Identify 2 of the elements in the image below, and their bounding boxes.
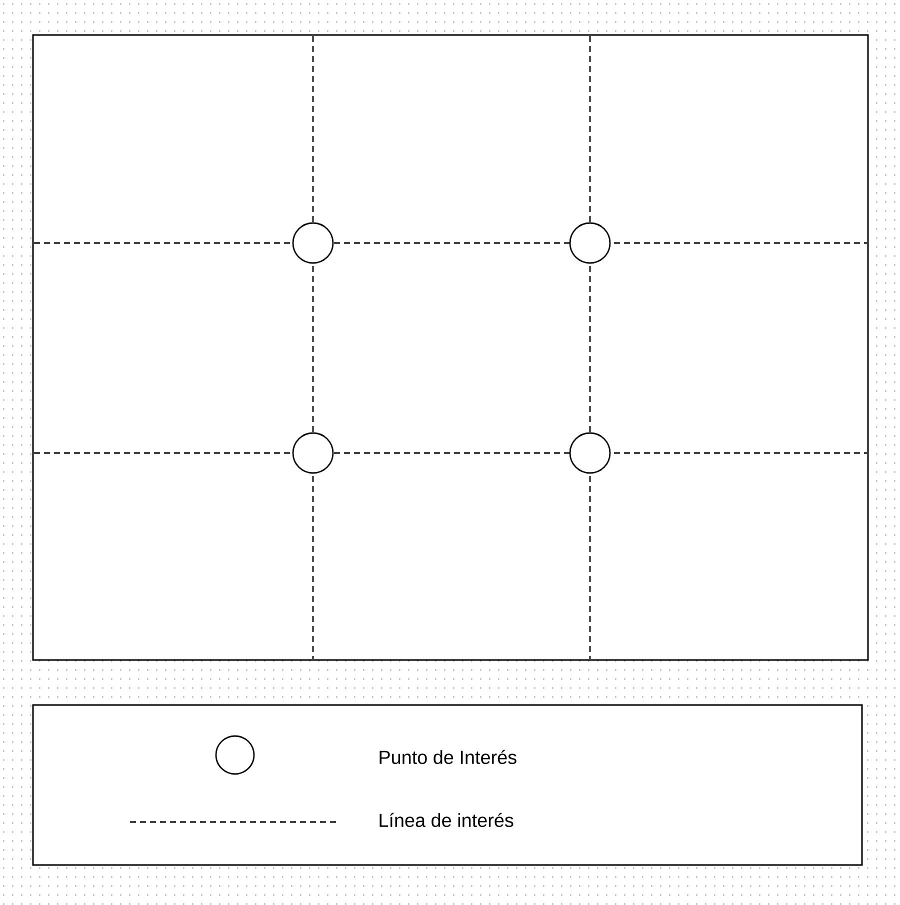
legend-label: Punto de Interés [380,750,516,764]
legend-label: Línea de interés [380,812,514,828]
